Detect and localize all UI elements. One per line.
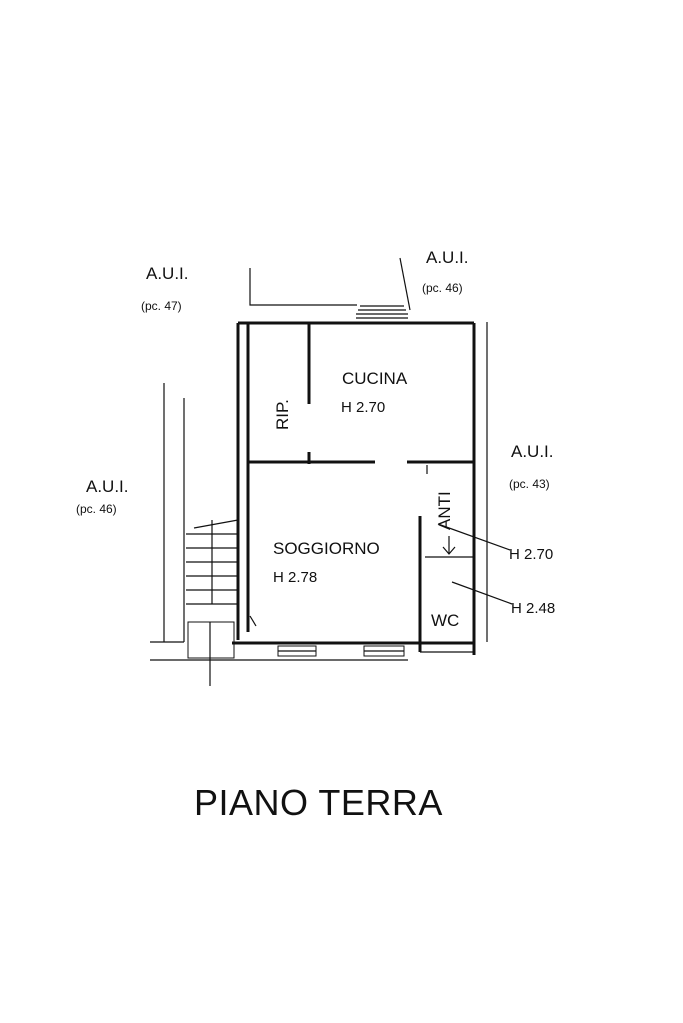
neighbor-parcel: (pc. 43)	[509, 477, 550, 491]
room-wc: WC	[431, 611, 459, 630]
room-name: ANTI	[435, 491, 454, 530]
room-ripostiglio: RIP.	[273, 399, 292, 430]
room-name: RIP.	[273, 399, 292, 430]
neighbor-north-west: A.U.I. (pc. 47)	[141, 264, 189, 313]
callout-wc-height: H 2.48	[451, 581, 555, 617]
neighbor-label: A.U.I.	[86, 477, 129, 496]
room-name: CUCINA	[342, 369, 408, 388]
neighbor-west: A.U.I. (pc. 46)	[76, 477, 129, 516]
neighbor-east: A.U.I. (pc. 43)	[509, 442, 554, 491]
neighbor-label: A.U.I.	[146, 264, 189, 283]
windows	[277, 645, 405, 657]
room-height: H 2.70	[341, 399, 385, 416]
neighbor-north-east: A.U.I. (pc. 46)	[422, 248, 469, 295]
room-name: WC	[431, 611, 459, 630]
room-name: SOGGIORNO	[273, 539, 380, 558]
neighbor-parcel: (pc. 47)	[141, 299, 182, 313]
neighbor-label: A.U.I.	[511, 442, 554, 461]
entrance-steps	[356, 305, 408, 319]
plan-title: PIANO TERRA	[194, 782, 443, 823]
neighbor-label: A.U.I.	[426, 248, 469, 267]
callout-anti-height: H 2.70	[437, 523, 553, 563]
arrow-head-icon	[442, 546, 456, 555]
callout-text: H 2.70	[509, 546, 553, 563]
context-walls	[150, 257, 488, 661]
room-soggiorno: SOGGIORNO H 2.78	[273, 539, 380, 586]
main-walls	[232, 321, 476, 661]
neighbor-parcel: (pc. 46)	[76, 502, 117, 516]
callout-text: H 2.48	[511, 600, 555, 617]
room-cucina: CUCINA H 2.70	[341, 369, 408, 416]
staircase	[186, 519, 257, 686]
room-anti: ANTI	[435, 491, 456, 555]
neighbor-parcel: (pc. 46)	[422, 281, 463, 295]
room-height: H 2.78	[273, 569, 317, 586]
